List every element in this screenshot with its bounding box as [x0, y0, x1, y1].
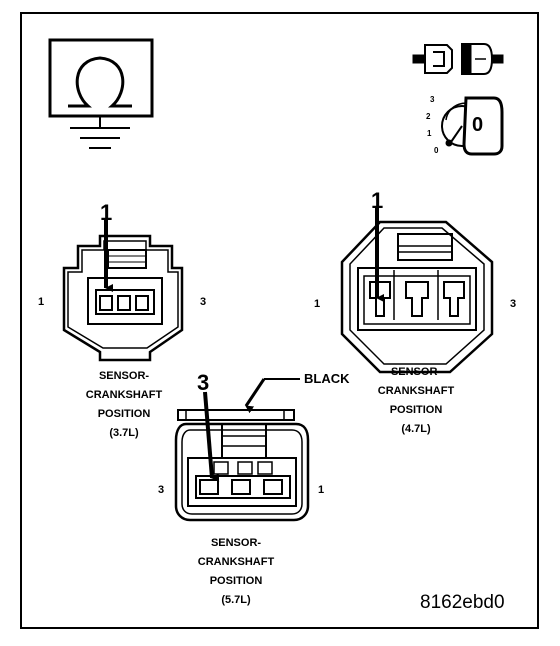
- label-engine: (4.7L): [401, 423, 431, 435]
- connector-3.7l-face: [62, 234, 184, 362]
- ignition-position-2: 2: [426, 112, 431, 121]
- connector-label-4.7l: SENSOR- CRANKSHAFT POSITION (4.7L): [366, 363, 466, 439]
- label-line-1: SENSOR-: [98, 370, 150, 382]
- label-engine: (5.7L): [221, 594, 251, 606]
- pin-right-3.7l: 3: [200, 296, 207, 308]
- ignition-key-label: 0: [472, 114, 484, 136]
- ignition-position-3: 3: [430, 95, 435, 104]
- disconnect-connector-icon: [412, 43, 504, 75]
- callout-number-3.7l: 1: [100, 200, 113, 225]
- label-line-2: CRANKSHAFT: [197, 556, 275, 568]
- label-line-3: POSITION: [209, 575, 263, 587]
- callout-number-4.7l: 1: [371, 188, 384, 213]
- connector-label-5.7l: SENSOR- CRANKSHAFT POSITION (5.7L): [186, 534, 286, 610]
- label-line-3: POSITION: [389, 404, 443, 416]
- callout-arrow-5.7l: [203, 391, 220, 482]
- ignition-position-0: 0: [434, 146, 439, 155]
- label-line-2: CRANKSHAFT: [85, 389, 163, 401]
- pin-left-3.7l: 1: [38, 296, 45, 308]
- ignition-position-1: 1: [427, 129, 432, 138]
- callout-number-5.7l: 3: [197, 370, 210, 395]
- wire-color-arrow: [244, 378, 266, 414]
- connector-label-3.7l: SENSOR- CRANKSHAFT POSITION (3.7L): [74, 367, 174, 443]
- connector-4.7l-face: [340, 220, 494, 374]
- pin-left-4.7l: 1: [314, 298, 321, 310]
- figure-frame: [20, 12, 539, 629]
- ohmmeter-ground-icon: [48, 38, 154, 149]
- ignition-key-off-icon: [441, 96, 504, 156]
- pin-right-4.7l: 3: [510, 298, 517, 310]
- label-engine: (3.7L): [109, 427, 139, 439]
- pin-left-5.7l: 3: [158, 484, 165, 496]
- label-line-3: POSITION: [97, 408, 151, 420]
- label-line-1: SENSOR-: [390, 366, 442, 378]
- figure-id: 8162ebd0: [420, 592, 505, 613]
- wire-color-label: BLACK: [304, 371, 350, 386]
- label-line-2: CRANKSHAFT: [377, 385, 455, 397]
- connector-5.7l-face: [174, 409, 310, 522]
- label-line-1: SENSOR-: [210, 537, 262, 549]
- pin-right-5.7l: 1: [318, 484, 325, 496]
